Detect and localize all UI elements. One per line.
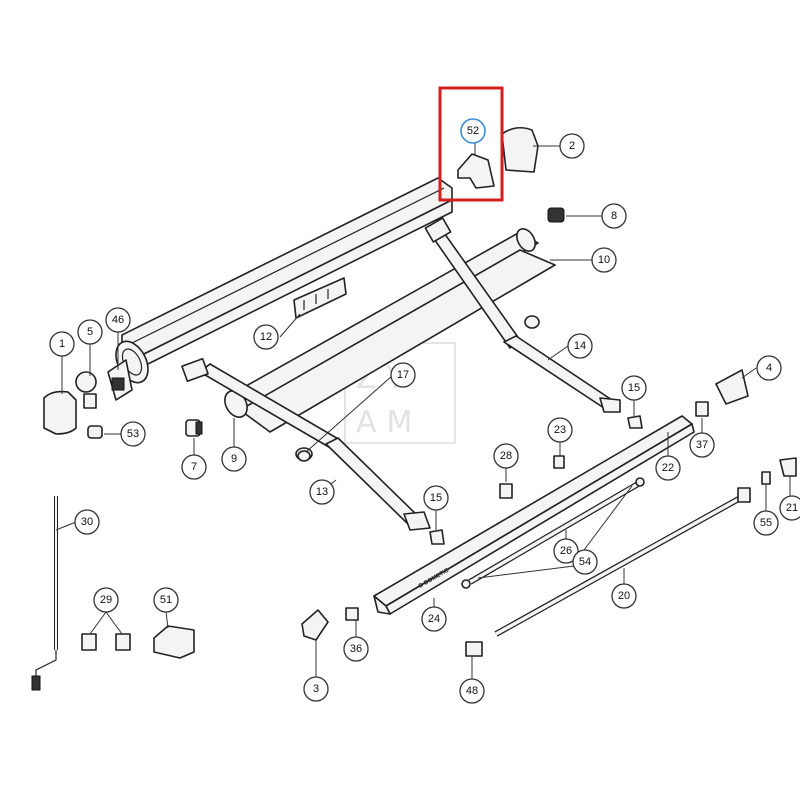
part-7 [185,419,203,437]
callout-label: 5 [87,326,93,338]
callout-1[interactable]: 1 [49,331,75,357]
highlight-box [438,86,504,202]
callout-label: 9 [231,453,237,465]
callout-label: 1 [59,338,65,350]
callout-label: 53 [127,428,139,440]
front-bar: D DOMETIC [373,415,695,615]
callout-28[interactable]: 28 [493,443,519,469]
watermark-line-2: AM [356,405,422,440]
end-cap-1 [43,390,77,435]
callout-label: 13 [316,486,328,498]
callout-label: 51 [160,594,172,606]
callout-label: 28 [500,450,512,462]
bracket-4 [715,369,749,405]
callout-label: 52 [467,125,479,137]
callout-48[interactable]: 48 [459,678,485,704]
callout-label: 20 [618,590,630,602]
callout-label: 15 [430,492,442,504]
crank-handle [31,496,58,691]
part-15-top [627,415,643,429]
awning-case [115,177,453,384]
part-36 [345,607,359,621]
callout-12[interactable]: 12 [253,324,279,350]
callout-20[interactable]: 20 [611,583,637,609]
arm-assembly-right [424,217,621,413]
callout-label: 7 [191,461,197,473]
rod-20 [494,487,751,637]
callout-9[interactable]: 9 [221,446,247,472]
callout-label: 12 [260,331,272,343]
callout-21[interactable]: 21 [779,495,800,521]
callout-label: 4 [766,362,772,374]
callout-15-top[interactable]: 15 [621,375,647,401]
callout-label: 23 [554,424,566,436]
callout-label: 22 [662,462,674,474]
callout-label: 55 [760,517,772,529]
part-37 [695,401,709,417]
part-5 [75,371,97,409]
callout-53[interactable]: 53 [120,421,146,447]
callout-5[interactable]: 5 [77,319,103,345]
part-53 [87,425,103,439]
part-15-bottom [429,529,445,545]
cover-51 [153,625,195,659]
callout-23[interactable]: 23 [547,417,573,443]
part-28 [499,483,513,499]
callout-24[interactable]: 24 [421,606,447,632]
callout-label: 24 [428,613,440,625]
part-12 [293,277,347,319]
callout-3[interactable]: 3 [303,676,329,702]
callout-4[interactable]: 4 [756,355,782,381]
callout-label: 3 [313,683,319,695]
callout-55[interactable]: 55 [753,510,779,536]
callout-54[interactable]: 54 [572,549,598,575]
bracket-46 [107,359,133,401]
callout-label: 10 [598,254,610,266]
callout-46[interactable]: 46 [105,307,131,333]
callout-label: 29 [100,594,112,606]
callout-label: 15 [628,382,640,394]
callout-label: 17 [397,369,409,381]
part-3 [301,609,329,641]
callout-26[interactable]: 26 [553,538,579,564]
callout-15-bottom[interactable]: 15 [423,485,449,511]
callout-51[interactable]: 51 [153,587,179,613]
callout-label: 54 [579,556,591,568]
callout-14[interactable]: 14 [567,333,593,359]
callout-label: 36 [350,643,362,655]
callout-10[interactable]: 10 [591,247,617,273]
callout-label: 21 [786,502,798,514]
callout-7[interactable]: 7 [181,454,207,480]
callout-29[interactable]: 29 [93,587,119,613]
part-8 [547,207,565,223]
callout-8[interactable]: 8 [601,203,627,229]
part-52 [457,153,495,189]
callout-label: 46 [112,314,124,326]
callout-label: 8 [611,210,617,222]
part-17 [297,450,311,462]
callout-17[interactable]: 17 [390,362,416,388]
part-23 [553,455,565,469]
callout-52[interactable]: 52 [460,118,486,144]
rod-26 [461,477,645,589]
callout-30[interactable]: 30 [74,509,100,535]
callout-label: 14 [574,340,586,352]
callout-13[interactable]: 13 [309,479,335,505]
part-21 [779,457,797,477]
part-48 [465,641,483,657]
callout-label: 26 [560,545,572,557]
callout-36[interactable]: 36 [343,636,369,662]
callout-22[interactable]: 22 [655,455,681,481]
callout-label: 2 [569,140,575,152]
cover-2 [501,126,539,173]
callout-label: 30 [81,516,93,528]
callout-2[interactable]: 2 [559,133,585,159]
callout-label: 48 [466,685,478,697]
callout-label: 37 [696,439,708,451]
callout-37[interactable]: 37 [689,432,715,458]
part-55 [761,471,771,485]
clips-29 [81,633,131,651]
